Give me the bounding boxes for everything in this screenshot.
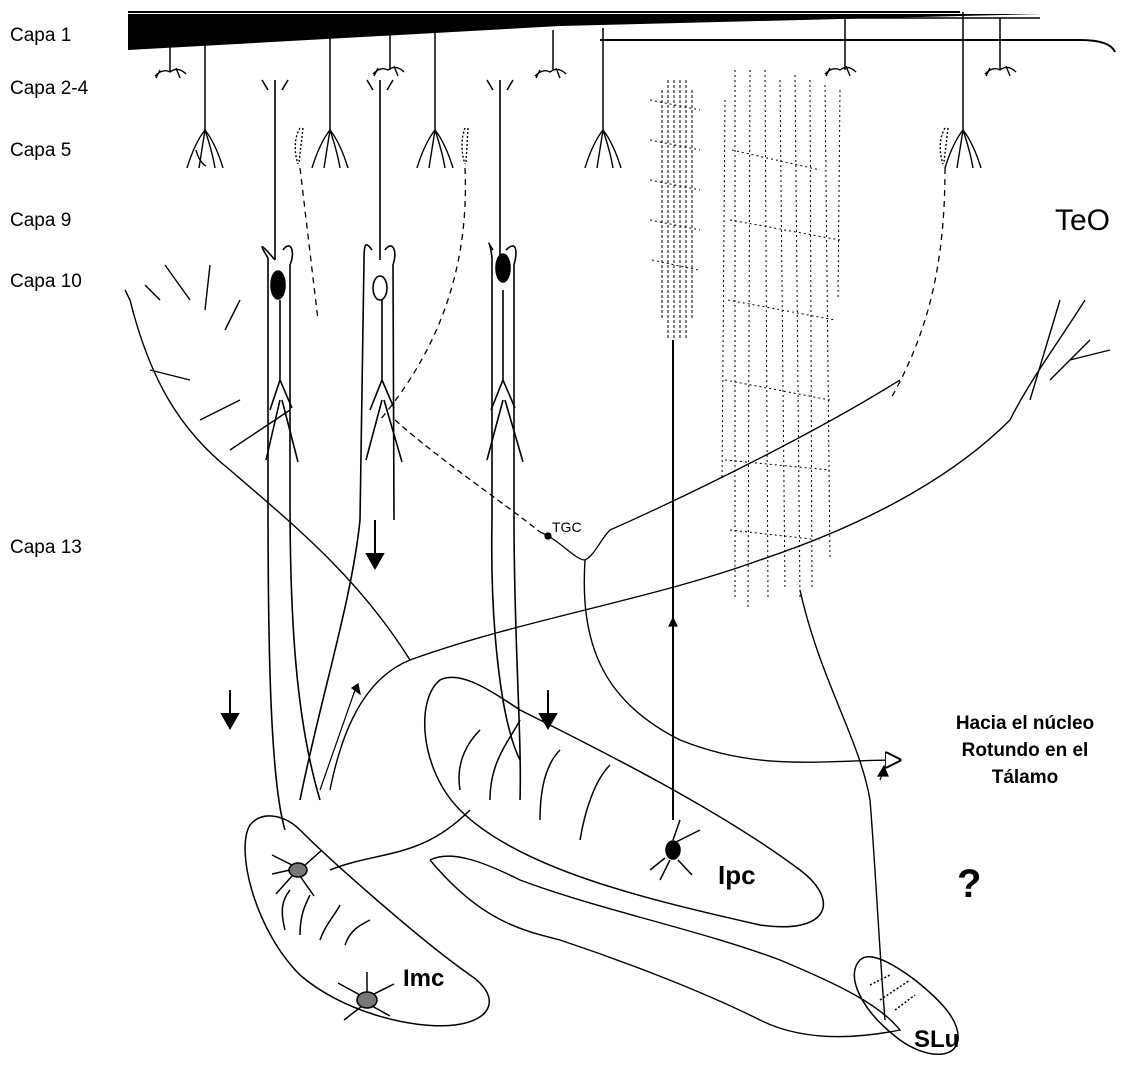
layer-label-capa-9: Capa 9 bbox=[10, 210, 71, 232]
tgc-neuron bbox=[395, 380, 900, 762]
descending-arrows bbox=[222, 520, 556, 728]
column-neuron bbox=[650, 80, 700, 820]
stippled-column bbox=[722, 70, 840, 610]
projection-target-line-1: Hacia el núcleo bbox=[920, 710, 1130, 737]
ipc-label: Ipc bbox=[718, 860, 756, 891]
small-arrows bbox=[320, 618, 888, 790]
slu-label: SLu bbox=[914, 1026, 959, 1054]
layer2-4-terminals bbox=[155, 66, 1016, 78]
projection-target-label: Hacia el núcleo Rotundo en el Tálamo bbox=[920, 710, 1130, 791]
teo-label: TeO bbox=[1055, 204, 1110, 238]
imc-nucleus bbox=[245, 810, 489, 1026]
layer-label-capa-13: Capa 13 bbox=[10, 537, 82, 559]
ipc-nucleus bbox=[425, 677, 824, 926]
layer5-terminals bbox=[187, 128, 981, 168]
projection-target-line-2: Rotundo en el bbox=[920, 737, 1130, 764]
layer-label-capa-10: Capa 10 bbox=[10, 271, 82, 293]
lower-fibres bbox=[430, 590, 900, 1037]
projection-target-line-3: Tálamo bbox=[920, 764, 1130, 791]
layer-label-capa-5: Capa 5 bbox=[10, 140, 71, 162]
layer1-axon-bundle bbox=[128, 12, 1115, 130]
layer-label-capa-2-4: Capa 2-4 bbox=[10, 78, 88, 100]
tgc-label: TGC bbox=[552, 519, 582, 535]
imc-label: Imc bbox=[403, 965, 444, 993]
question-mark: ? bbox=[957, 862, 981, 907]
shepherds-crook-neurons bbox=[262, 80, 523, 830]
layer-label-capa-1: Capa 1 bbox=[10, 25, 71, 47]
dashed-fibers bbox=[300, 168, 945, 420]
